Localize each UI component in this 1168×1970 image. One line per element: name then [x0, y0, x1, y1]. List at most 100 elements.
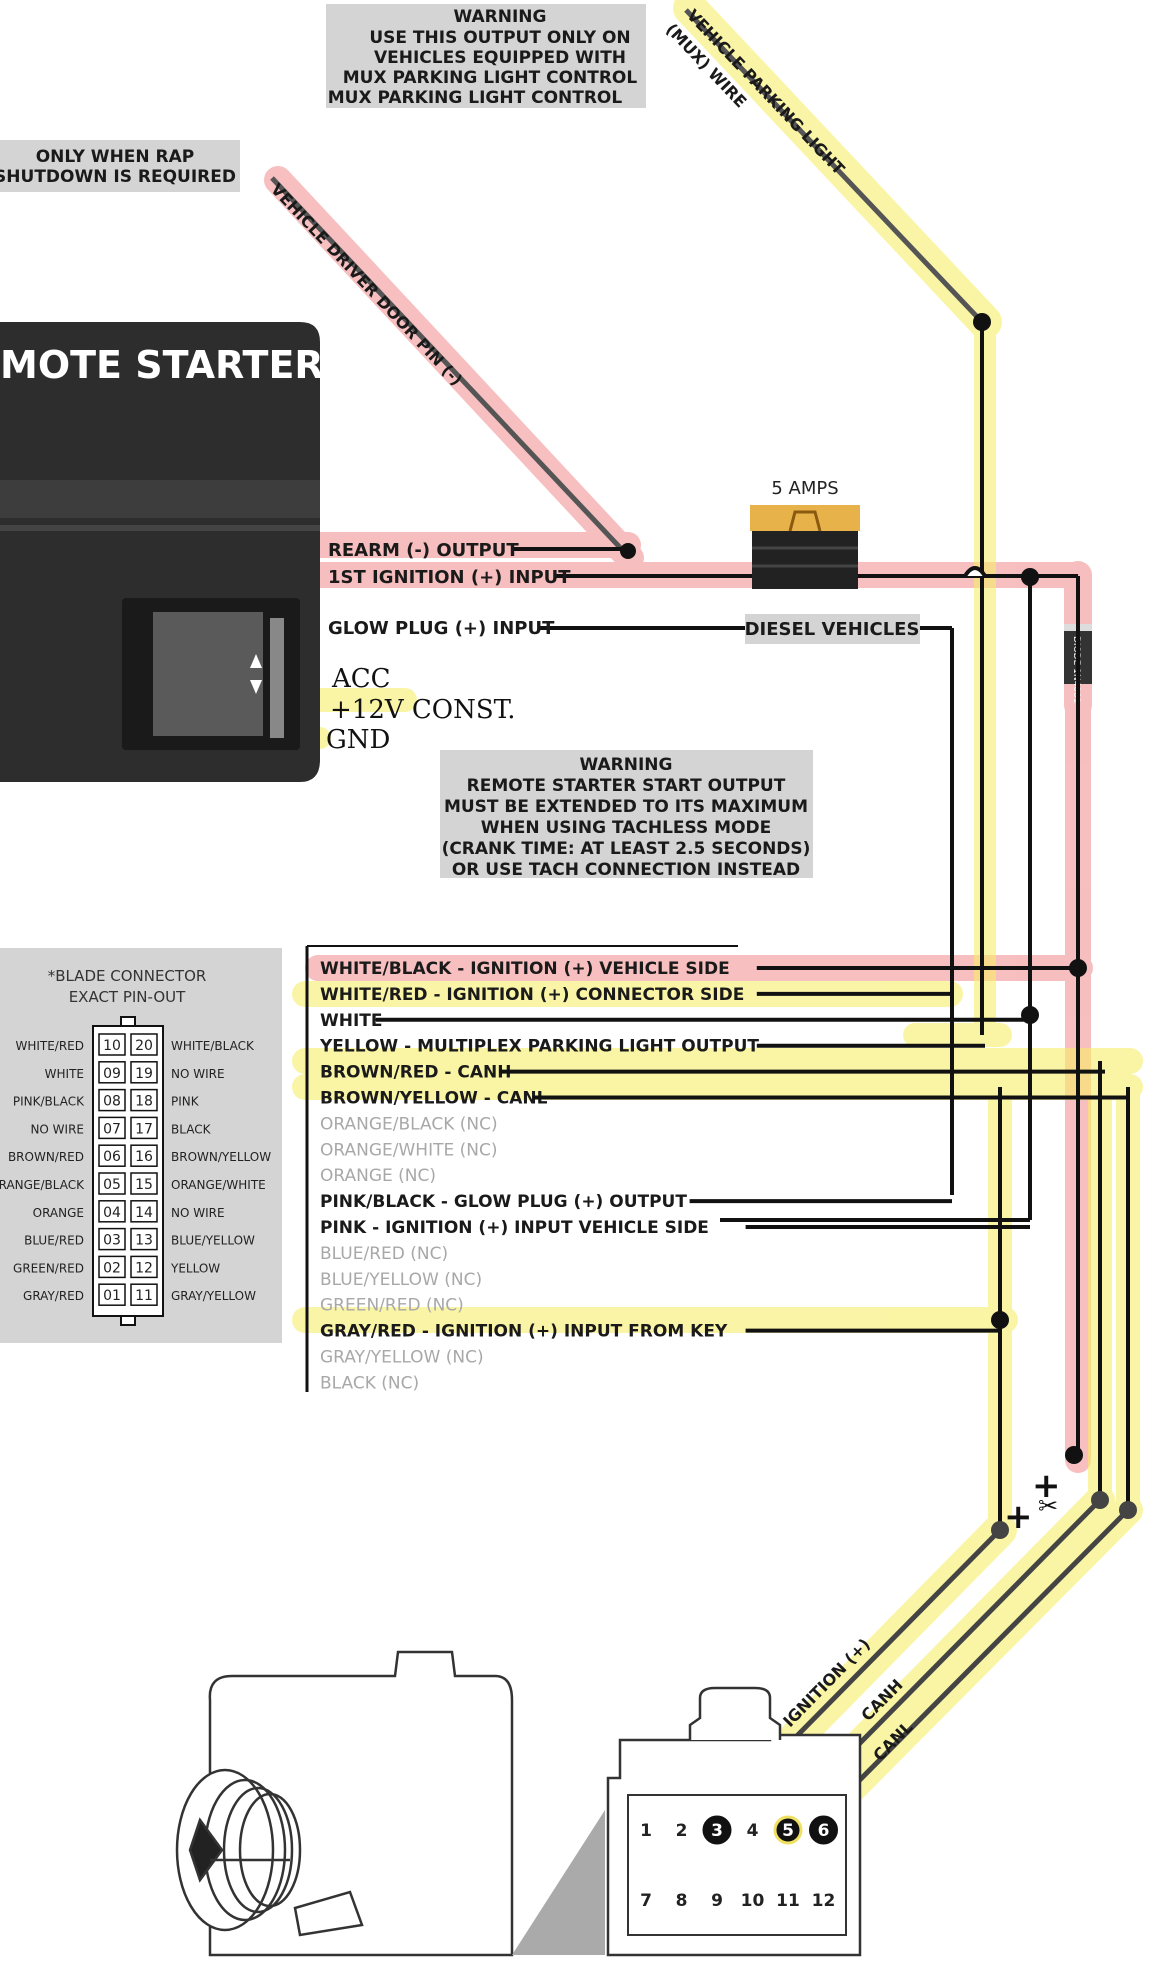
blade-left-label: ORANGE — [33, 1206, 84, 1220]
harness-wire-label: WHITE/RED - IGNITION (+) CONNECTOR SIDE — [320, 985, 744, 1005]
blade-pin-number: 15 — [135, 1177, 153, 1193]
plug-pin-number: 9 — [711, 1891, 723, 1911]
harness-wire-label: BROWN/YELLOW - CANL — [320, 1089, 548, 1109]
blade-pin-cell — [130, 1061, 158, 1084]
blade-pin-cell — [130, 1144, 158, 1167]
plug-pin-marker — [773, 1815, 803, 1845]
blade-right-label: BLUE/YELLOW — [171, 1234, 255, 1248]
blade-pin-number: 04 — [103, 1205, 121, 1221]
blade-pin-cell — [130, 1172, 158, 1195]
harness-wire-label: PINK - IGNITION (+) INPUT VEHICLE SIDE — [320, 1218, 709, 1238]
blade-pin-cell — [98, 1116, 126, 1140]
diesel-label-bg — [745, 614, 920, 644]
plug-pin-number: 11 — [776, 1891, 800, 1911]
top-warning-line: MUX PARKING LIGHT CONTROL — [328, 88, 623, 108]
plug-callout-wedge — [512, 1810, 605, 1955]
blade-pin-number: 13 — [135, 1233, 153, 1249]
blade-right-label: BROWN/YELLOW — [171, 1150, 271, 1164]
blade-pin-cell — [98, 1255, 126, 1279]
top-warning-line: MUX PARKING LIGHT CONTROL — [343, 68, 638, 88]
top-warning-title: WARNING — [454, 7, 547, 27]
vehicle-connector-plug — [512, 1686, 862, 1957]
blade-left-label: WHITE/RED — [15, 1039, 84, 1053]
blade-pin-number: 06 — [103, 1149, 121, 1165]
module-stripe — [0, 525, 320, 531]
blade-left-label: GRAY/RED — [23, 1289, 84, 1303]
blade-right-label: NO WIRE — [171, 1206, 225, 1220]
mid-warning-bg — [440, 750, 813, 878]
blade-pin-number: 19 — [135, 1066, 153, 1082]
risers — [720, 322, 1130, 1530]
blade-pin-number: 03 — [103, 1233, 121, 1249]
blade-left-label: BLUE/RED — [24, 1234, 84, 1248]
blade-pin-cell — [98, 1088, 126, 1112]
handwritten-12v-const: +12V CONST. — [330, 695, 515, 725]
plug-pin-number: 3 — [711, 1821, 723, 1841]
blade-right-label: WHITE/BLACK — [171, 1039, 255, 1053]
wire-harness: WHITE/BLACK - IGNITION (+) VEHICLE SIDEW… — [305, 945, 1130, 1393]
blade-pin-cell — [130, 1227, 158, 1251]
key-slot-icon — [188, 1817, 224, 1883]
harness-wire-label: BLUE/RED (NC) — [320, 1244, 448, 1264]
mid-warning-line: MUST BE EXTENDED TO ITS MAXIMUM — [444, 797, 808, 817]
blade-pin-cell — [98, 1200, 126, 1223]
blade-pin-cell — [130, 1200, 158, 1223]
blade-right-label: BLACK — [171, 1122, 212, 1136]
red-end-dot — [1065, 1446, 1083, 1464]
blade-pin-number: 20 — [135, 1038, 153, 1054]
harness-wire-label: ORANGE/BLACK (NC) — [320, 1114, 498, 1134]
parking-light-highlight — [673, 0, 1002, 339]
blade-right-label: ORANGE/WHITE — [171, 1178, 266, 1192]
blade-pin-number: 10 — [103, 1038, 121, 1054]
blade-pin-number: 07 — [103, 1121, 121, 1137]
rap-note-line: SHUTDOWN IS REQUIRED — [0, 167, 236, 187]
blade-left-label: NO WIRE — [30, 1122, 84, 1136]
harness-wire-label: BLACK (NC) — [320, 1373, 419, 1393]
rap-note-box: ONLY WHEN RAP SHUTDOWN IS REQUIRED — [0, 140, 240, 192]
blade-left-label: BROWN/RED — [8, 1150, 84, 1164]
blade-tab-bottom — [120, 1315, 136, 1326]
parking-light-wire — [684, 8, 984, 324]
module-band — [0, 480, 320, 518]
blade-pin-cell — [98, 1227, 126, 1251]
blade-pin-cell — [98, 1144, 126, 1167]
harness-wire-label: GRAY/YELLOW (NC) — [320, 1348, 484, 1368]
parking-light-label: VEHICLE PARKING LIGHT — [683, 6, 848, 179]
plug-pin-marker — [809, 1815, 838, 1845]
blade-pin-number: 14 — [135, 1205, 153, 1221]
blade-pin-number: 17 — [135, 1121, 153, 1137]
ignition-switch-illustration — [175, 1650, 514, 1957]
plug-pin-number: 10 — [741, 1891, 765, 1911]
fuse: 5 AMPS — [750, 478, 860, 589]
yellow-highlights — [292, 0, 1143, 1842]
plus-icon: + — [1032, 1466, 1061, 1506]
switch-housing — [208, 1650, 514, 1957]
crossover-hop — [963, 566, 987, 578]
plug-pin-number: 4 — [747, 1821, 759, 1841]
blade-pin-number: 05 — [103, 1177, 121, 1193]
blade-title: *BLADE CONNECTOR — [48, 967, 207, 985]
blade-pin-cell — [98, 1061, 126, 1084]
junction-white — [1021, 1006, 1039, 1024]
harness-wire-label: GREEN/RED (NC) — [320, 1296, 464, 1316]
blade-pin-number: 16 — [135, 1149, 153, 1165]
blade-pin-number: 08 — [103, 1094, 121, 1110]
plug-pin-number: 6 — [818, 1821, 830, 1841]
fuse-amps-label: 5 AMPS — [771, 478, 838, 499]
mid-warning-title: WARNING — [580, 755, 673, 775]
rap-note-bg — [0, 140, 240, 192]
plug-pin-marker — [702, 1815, 732, 1845]
plug-pin-number: 7 — [640, 1891, 652, 1911]
fuse-element-icon — [788, 510, 822, 532]
blade-right-label: YELLOW — [170, 1261, 220, 1275]
harness-wire-label: BROWN/RED - CANH — [320, 1063, 511, 1083]
remote-starter-module: MOTE STARTER — [0, 322, 324, 782]
mid-warning-line: OR USE TACH CONNECTION INSTEAD — [452, 860, 800, 880]
plug-pin-number: 8 — [676, 1891, 688, 1911]
blade-pin-number: 02 — [103, 1260, 121, 1276]
blade-pin-number: 18 — [135, 1094, 153, 1110]
harness-wire-label: ORANGE/WHITE (NC) — [320, 1140, 497, 1160]
junction-white-black — [1069, 959, 1087, 977]
